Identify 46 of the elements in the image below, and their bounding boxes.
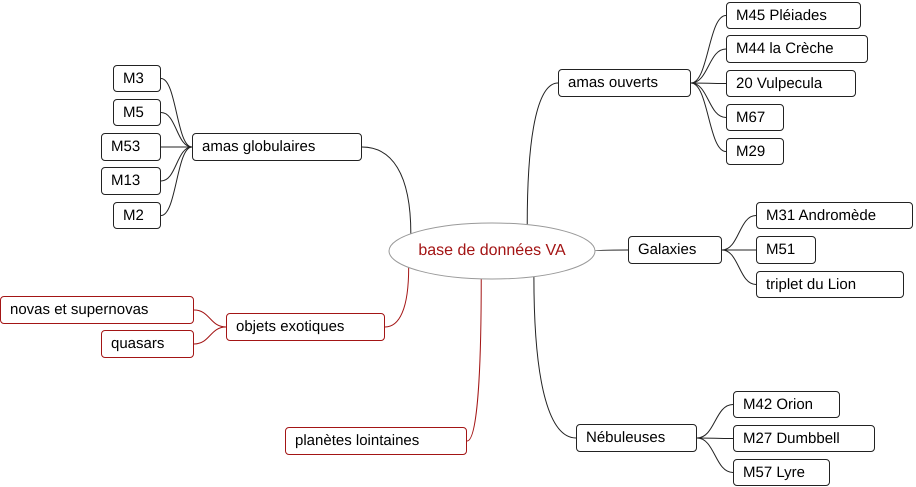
topic-box: Galaxies [628, 236, 722, 264]
topic-box: M31 Andromède [756, 202, 913, 229]
topic-box: M27 Dumbbell [733, 425, 875, 452]
connector-line [696, 438, 734, 439]
topic-box: M57 Lyre [733, 459, 830, 486]
connector-line [362, 146, 412, 234]
topic-box: M3 [113, 65, 161, 92]
connector-line [160, 146, 192, 182]
connector-line [384, 266, 410, 328]
connector-line [160, 78, 192, 148]
topic-box: M67 [726, 104, 784, 131]
connector-line [722, 250, 756, 285]
central-topic-ellipse [388, 222, 596, 280]
topic-box: amas globulaires [192, 133, 362, 161]
connector-line [533, 276, 576, 438]
topic-box: Nébuleuses [576, 424, 697, 452]
topic-title: base de données VA [418, 242, 566, 260]
topic-box: M45 Pléiades [726, 2, 861, 29]
connector-line [690, 15, 726, 84]
topic-box: triplet du Lion [756, 271, 904, 298]
connector-line [722, 215, 756, 250]
connector-line [696, 404, 734, 438]
connector-line [594, 250, 628, 252]
connector-line [690, 82, 726, 152]
topic-box: novas et supernovas [0, 296, 194, 324]
topic-box: quasars [101, 330, 194, 358]
topic-box: M44 la Crèche [726, 35, 868, 63]
topic-box: M29 [726, 138, 784, 165]
connector-line [160, 112, 192, 148]
topic-box: 20 Vulpecula [726, 70, 856, 97]
connector-line [160, 146, 192, 216]
topic-box: M42 Orion [733, 391, 840, 418]
topic-box: M2 [113, 202, 161, 229]
topic-box: M51 [756, 236, 816, 264]
connector-line [690, 48, 726, 84]
topic-box: M13 [101, 167, 161, 195]
topic-box: M53 [101, 133, 161, 161]
connector-line [696, 438, 734, 473]
connector-line [466, 278, 482, 442]
topic-box: amas ouverts [558, 69, 691, 97]
connector-line [526, 82, 558, 226]
topic-box: objets exotiques [226, 313, 385, 341]
connector-line [194, 326, 226, 344]
topic-box: M5 [113, 99, 161, 126]
topic-box: planètes lointaines [285, 427, 467, 455]
connector-line [690, 82, 726, 118]
